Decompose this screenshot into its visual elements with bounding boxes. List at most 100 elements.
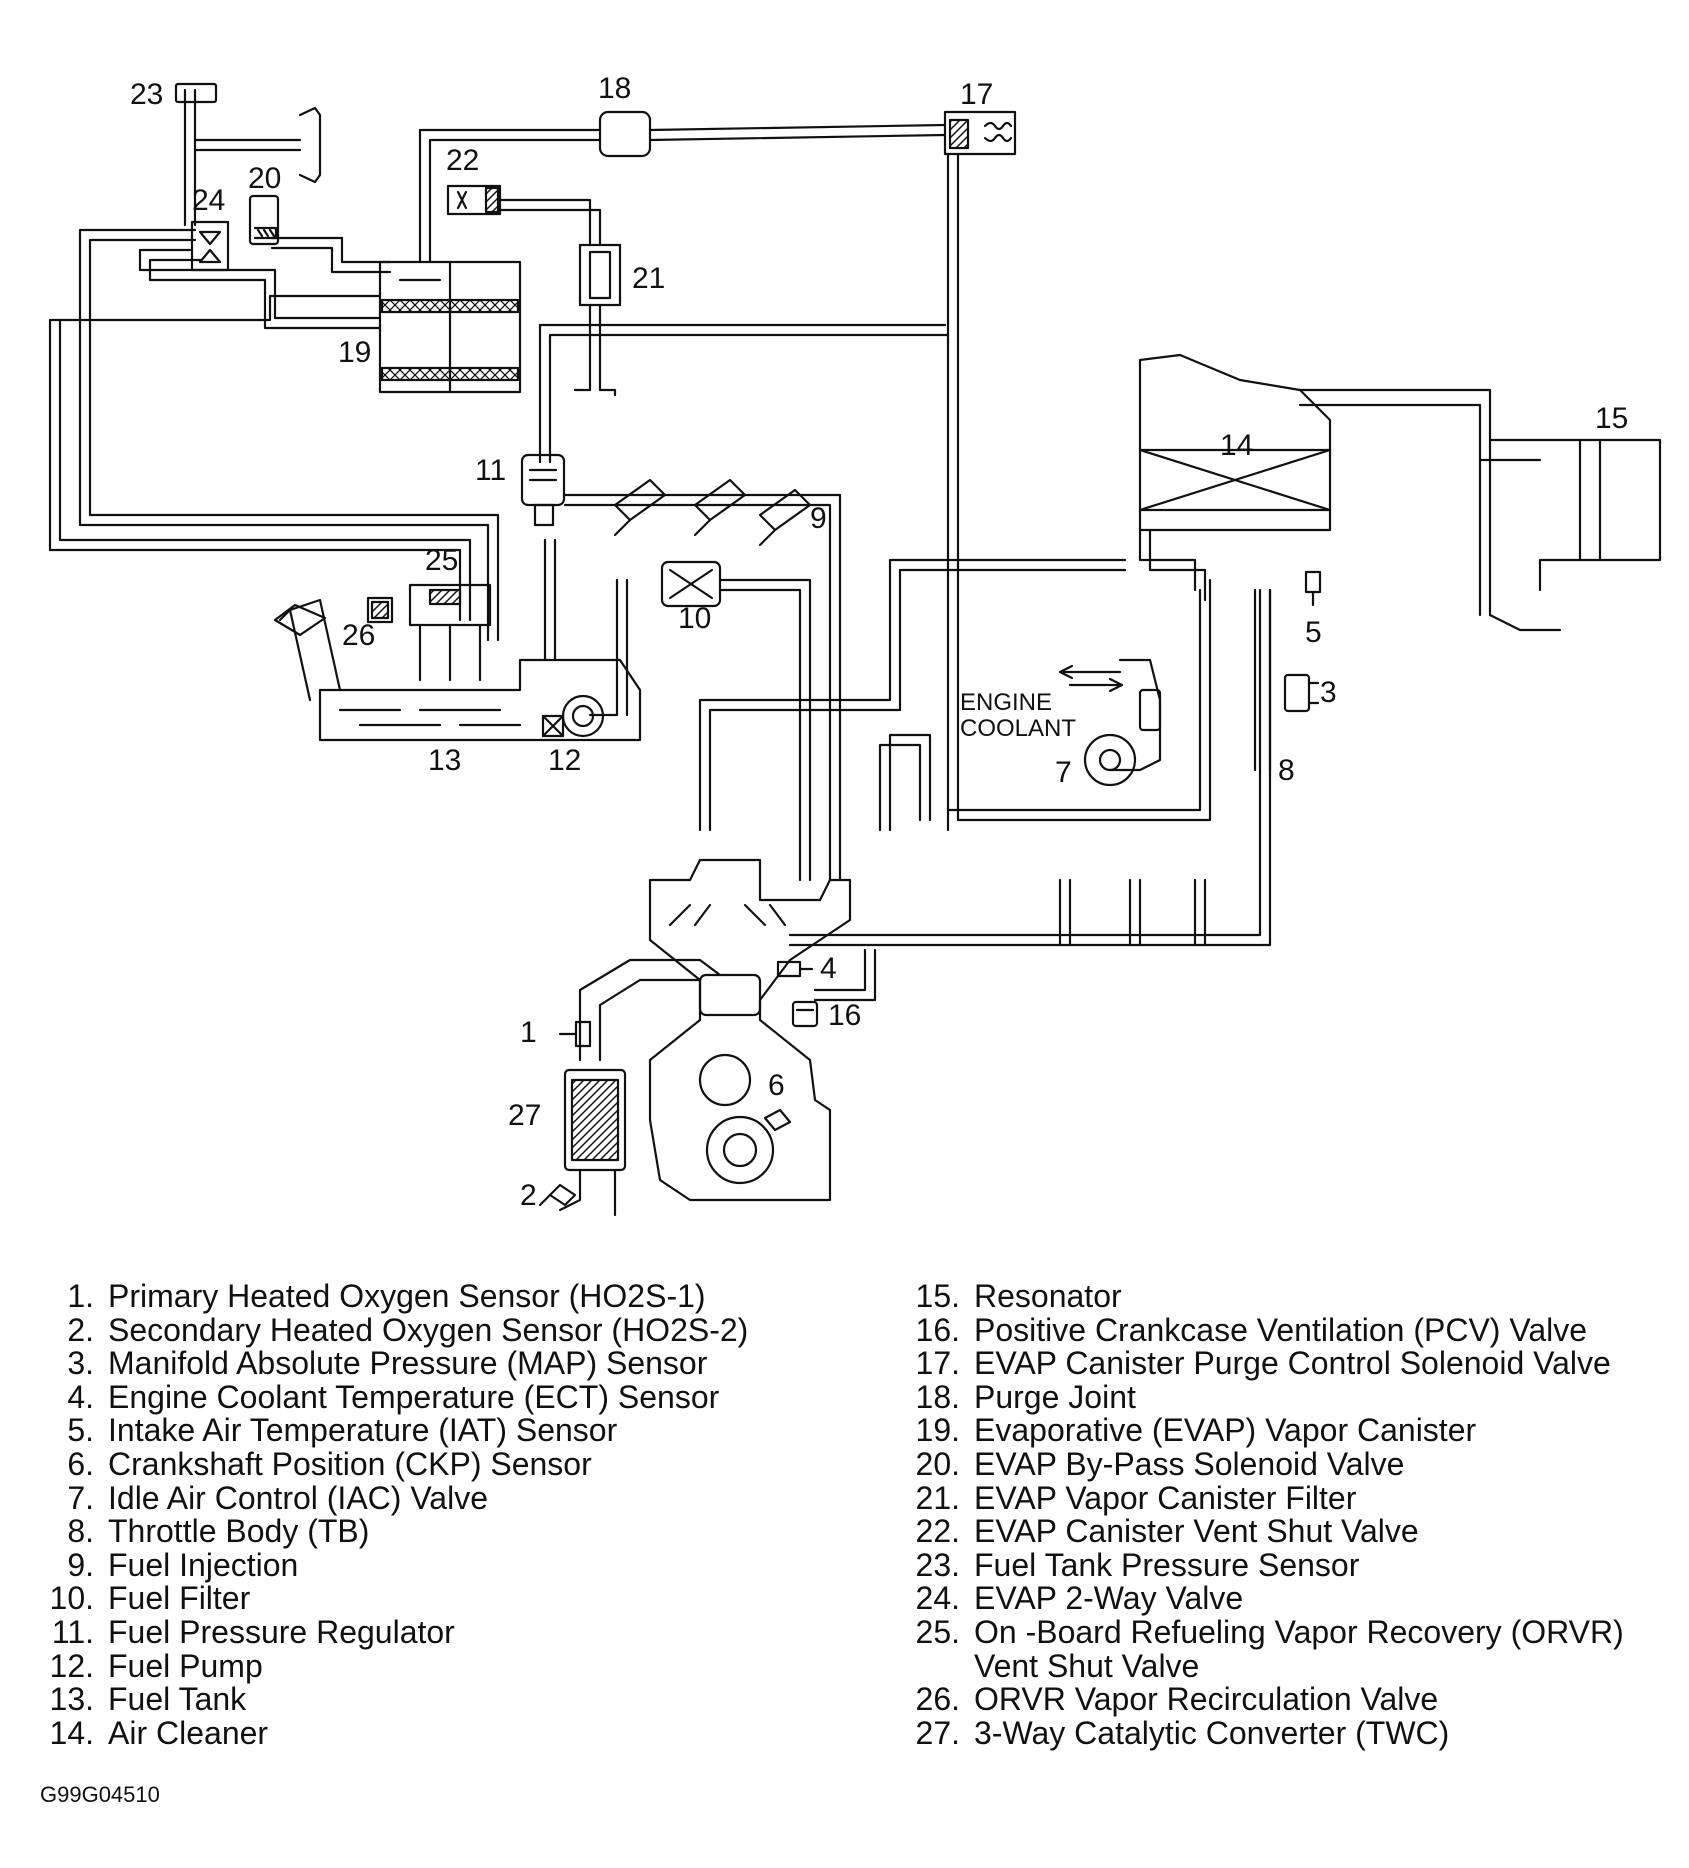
callout-18: 18: [598, 72, 631, 105]
engine-block: [648, 858, 852, 1202]
callout-labels: 1 2 3 4 5 6 7 8 9 10 11 12 13 14 15 16 1…: [130, 72, 1628, 1212]
legend-item-label: 3-Way Catalytic Converter (TWC): [974, 1714, 1450, 1751]
callout-3: 3: [1320, 676, 1337, 709]
legend-item: 25. On -Board Refueling Vapor Recovery (O…: [900, 1613, 1624, 1650]
legend-item: 22. EVAP Canister Vent Shut Valve: [900, 1515, 1624, 1549]
callout-2: 2: [520, 1179, 537, 1212]
callout-11: 11: [475, 454, 506, 487]
legend-item-label: Vent Shut Valve: [974, 1647, 1200, 1684]
callout-24: 24: [192, 184, 225, 217]
iat-sensor: [1304, 570, 1322, 607]
callout-22: 22: [446, 144, 479, 177]
legend-item-label: EVAP By-Pass Solenoid Valve: [974, 1445, 1405, 1482]
legend-item-label: EVAP 2-Way Valve: [974, 1580, 1244, 1617]
primary-ho2s: [558, 1020, 592, 1048]
callout-20: 20: [248, 162, 281, 195]
purge-control-solenoid-valve: [943, 110, 1017, 156]
legend-item-label: EVAP Vapor Canister Filter: [974, 1479, 1357, 1516]
legend-item: 24. EVAP 2-Way Valve: [900, 1582, 1624, 1616]
legend-item-label: EVAP Canister Vent Shut Valve: [974, 1513, 1419, 1550]
legend-item-label: Fuel Tank: [108, 1681, 247, 1718]
legend-item-number: 23.: [915, 1546, 960, 1583]
callout-16: 16: [828, 999, 861, 1032]
legend-item: 10.Fuel Filter: [36, 1582, 748, 1616]
ect-sensor: [776, 960, 814, 978]
legend-item-number: 25.: [915, 1613, 960, 1650]
callout-15: 15: [1595, 402, 1628, 435]
legend-item-number: 4.: [67, 1378, 94, 1415]
legend-item-label: Manifold Absolute Pressure (MAP) Sensor: [108, 1345, 708, 1382]
callout-4: 4: [820, 952, 837, 985]
system-diagram: 1 2 3 4 5 6 7 8 9 10 11 12 13 14 15 16 1…: [48, 72, 1662, 1217]
legend-left-column: 1.Primary Heated Oxygen Sensor (HO2S-1)2…: [36, 1278, 749, 1750]
legend-item-number: 12.: [49, 1647, 94, 1684]
callout-1: 1: [520, 1016, 537, 1049]
callout-21: 21: [632, 262, 665, 295]
legend-item-label: EVAP Canister Purge Control Solenoid Val…: [974, 1345, 1611, 1382]
legend-item: 27.3-Way Catalytic Converter (TWC): [900, 1714, 1624, 1751]
secondary-ho2s: [538, 1183, 577, 1207]
callout-10: 10: [678, 602, 711, 635]
legend-item-number: 21.: [915, 1479, 960, 1516]
legend-item: 13. Fuel Tank: [36, 1683, 748, 1717]
legend-item-number: 22.: [915, 1513, 960, 1550]
legend-item-label: Resonator: [974, 1278, 1122, 1314]
legend-item-label: Throttle Body (TB): [108, 1513, 370, 1550]
legend-item: 5.Intake Air Temperature (IAT) Sensor: [36, 1414, 748, 1448]
evap-bypass-solenoid-valve: [248, 194, 280, 246]
legend-item-number: 7.: [67, 1479, 94, 1516]
legend-item: 8. Throttle Body (TB): [36, 1515, 748, 1549]
fuel-tank: [273, 598, 642, 742]
legend-item-number: 10.: [49, 1580, 94, 1617]
legend-item-number: 3.: [67, 1345, 94, 1382]
iac-valve: [1083, 658, 1162, 787]
fuel-injectors: [613, 478, 812, 547]
legend-item-label: Intake Air Temperature (IAT) Sensor: [108, 1412, 618, 1449]
pcv-valve: [791, 1000, 819, 1028]
air-cleaner: [1138, 353, 1492, 617]
hose-connector-top: [298, 106, 322, 184]
throttle-body: [1253, 588, 1272, 772]
callout-12: 12: [548, 744, 581, 777]
callout-23: 23: [130, 78, 163, 111]
legend-item: 26.ORVR Vapor Recirculation Valve: [900, 1683, 1624, 1717]
engine-coolant-label-line2: COOLANT: [960, 715, 1076, 742]
fuel-filter: [660, 560, 722, 608]
legend-item-label: On -Board Refueling Vapor Recovery (ORVR…: [974, 1613, 1624, 1650]
hose-lines: [48, 88, 1272, 1217]
legend-item-number: 26.: [915, 1681, 960, 1718]
callout-27: 27: [508, 1099, 541, 1132]
legend-item-label: Crankshaft Position (CKP) Sensor: [108, 1445, 592, 1482]
legend-item-number: 11.: [51, 1613, 94, 1650]
legend-item-number: 24.: [915, 1580, 960, 1617]
legend-item-number: 2.: [67, 1311, 94, 1348]
legend-item-label: Engine Coolant Temperature (ECT) Sensor: [108, 1378, 720, 1415]
map-sensor: [1283, 673, 1320, 713]
figure-code: G99G04510: [40, 1782, 160, 1807]
callout-5: 5: [1305, 616, 1322, 649]
purge-joint: [598, 110, 652, 158]
orvr-vapor-recirculation-valve: [366, 596, 394, 624]
fuel-pressure-regulator: [520, 453, 566, 527]
legend-item-number: 8.: [67, 1513, 94, 1550]
legend-item: 19.Evaporative (EVAP) Vapor Canister: [900, 1414, 1624, 1448]
evap-vapor-canister-filter: [578, 243, 622, 307]
legend-item-label: Positive Crankcase Ventilation (PCV) Val…: [974, 1311, 1588, 1348]
callout-19: 19: [338, 336, 371, 369]
legend-item-label: Purge Joint: [974, 1378, 1136, 1415]
legend-item-number: 19.: [915, 1412, 960, 1449]
legend-item: 2.Secondary Heated Oxygen Sensor (HO2S-2…: [36, 1311, 748, 1348]
legend-item: 9.Fuel Injection: [36, 1546, 748, 1583]
legend-item-number: 1.: [67, 1278, 94, 1314]
legend-item: 3. Manifold Absolute Pressure (MAP) Senso…: [36, 1347, 748, 1381]
legend-item-number: 9.: [67, 1546, 94, 1583]
legend-item: 20.EVAP By-Pass Solenoid Valve: [900, 1445, 1624, 1482]
legend-item: 15.Resonator: [900, 1278, 1624, 1314]
legend-item-number: 13.: [49, 1681, 94, 1718]
orvr-vent-shut-valve: [408, 583, 492, 682]
callout-26: 26: [342, 619, 375, 652]
legend-item-label: Primary Heated Oxygen Sensor (HO2S-1): [108, 1278, 706, 1314]
legend-item-number: 17.: [915, 1345, 960, 1382]
callout-17: 17: [960, 78, 993, 111]
callout-8: 8: [1278, 754, 1295, 787]
